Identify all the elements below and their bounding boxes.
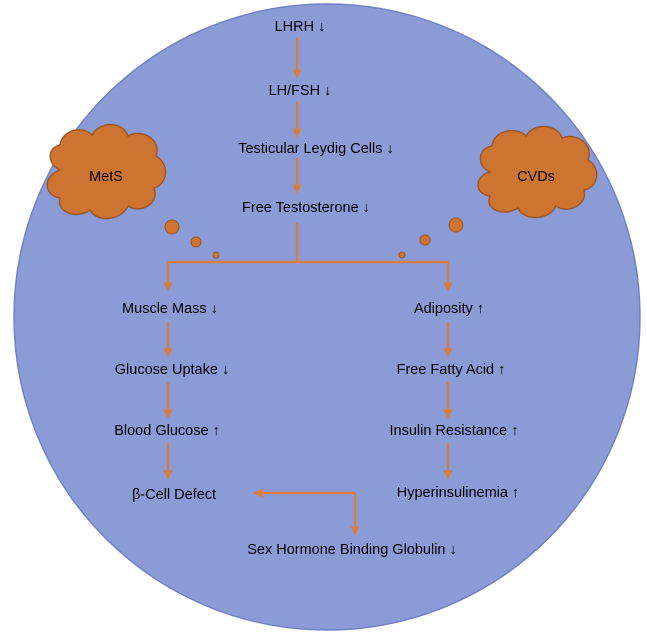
cvds-thought-bubble-large [448, 217, 464, 233]
cvds-thought-bubble-small [398, 251, 406, 259]
arrow-testosterone-branch-left [163, 223, 299, 292]
node-muscle-mass: Muscle Mass ↓ [122, 301, 218, 317]
node-free-fatty-acid: Free Fatty Acid ↑ [397, 362, 506, 378]
node-lhrh: LHRH ↓ [275, 19, 326, 35]
node-shbg: Sex Hormone Binding Globulin ↓ [247, 542, 457, 558]
node-insulin-resistance: Insulin Resistance ↑ [390, 423, 519, 439]
mets-thought-bubble-small [212, 251, 220, 259]
node-free-testosterone: Free Testosterone ↓ [242, 200, 370, 216]
cvds-thought-bubble-medium [419, 234, 431, 246]
cvds-cloud-label: CVDs [517, 169, 555, 185]
node-glucose-uptake: Glucose Uptake ↓ [115, 362, 229, 378]
cvds-cloud-shape [477, 125, 598, 219]
node-beta-cell-defect: β-Cell Defect [132, 487, 216, 503]
node-lh-fsh: LH/FSH ↓ [269, 83, 332, 99]
mets-thought-bubble-medium [190, 236, 202, 248]
arrow-testosterone-branch-right [297, 260, 453, 292]
mets-cloud-shape [46, 123, 167, 220]
node-hyperinsulinemia: Hyperinsulinemia ↑ [397, 485, 520, 501]
mets-cloud-label: MetS [89, 169, 123, 185]
node-testicular-leydig-cells: Testicular Leydig Cells ↓ [238, 141, 394, 157]
cvds-cloud: CVDs [477, 125, 598, 219]
mets-thought-bubble-large [164, 219, 180, 235]
mets-cloud: MetS [46, 123, 167, 220]
node-adiposity: Adiposity ↑ [414, 301, 484, 317]
node-blood-glucose: Blood Glucose ↑ [114, 423, 220, 439]
